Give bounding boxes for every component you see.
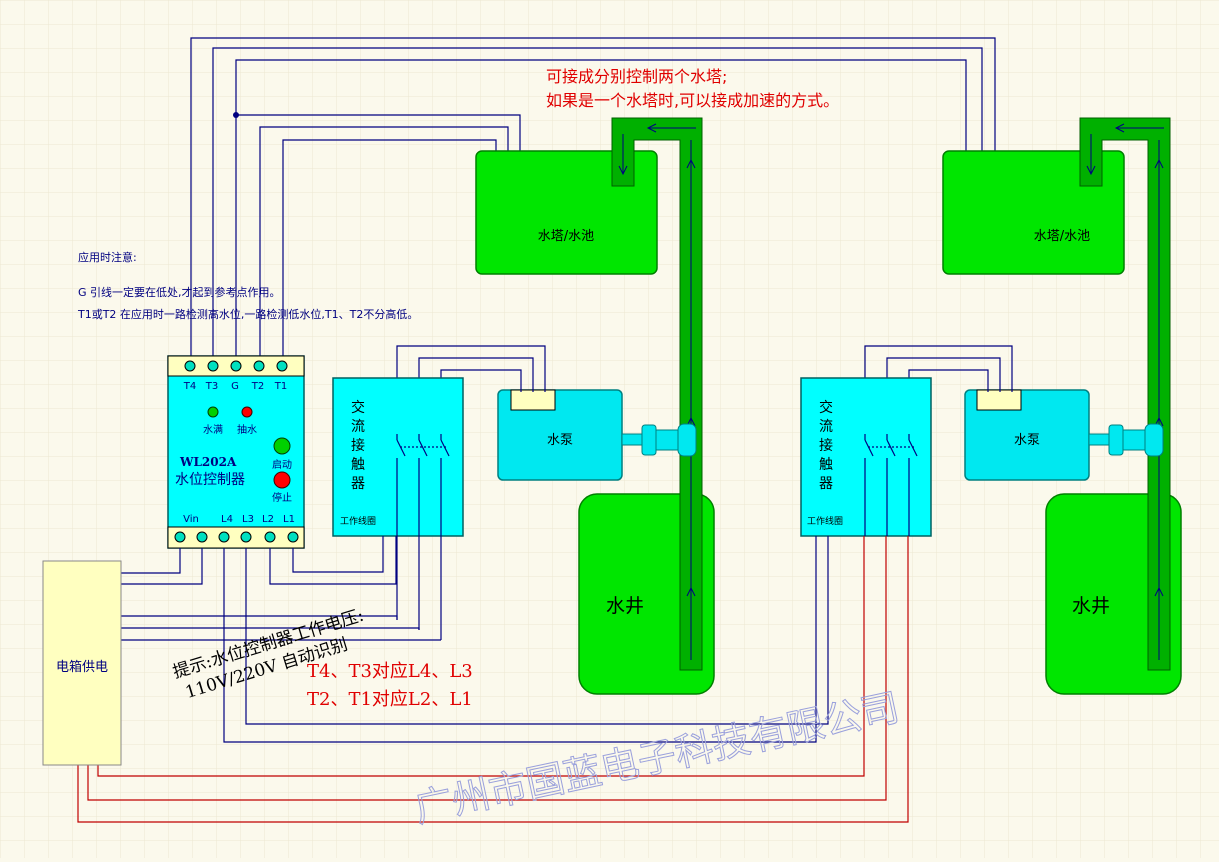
- left-contactor: 交 流 接 触 器 工作线圈: [332, 377, 464, 640]
- left-contactor-switches: [396, 434, 450, 640]
- led-pump-label: 抽水: [237, 423, 257, 436]
- terminal-t2: T2: [251, 381, 264, 392]
- water-level-controller: T4 T3 G T2 T1 Vin L4 L3 L2 L1 水满 抽水 启动 停…: [167, 355, 305, 549]
- right-contactor-char-1: 交: [819, 399, 833, 416]
- controller-bottom-screws: [174, 531, 299, 543]
- right-contactor-char-3: 接: [819, 437, 833, 454]
- terminal-g: G: [231, 381, 239, 392]
- right-flow-arrows: [1086, 123, 1164, 660]
- top-note-line2: 如果是一个水塔时,可以接成加速的方式。: [546, 91, 839, 110]
- right-pump-outlet: [1122, 429, 1148, 451]
- left-pump-coupling: [641, 424, 657, 456]
- controller-bottom-strip: [167, 526, 305, 549]
- terminal-l1: L1: [283, 514, 295, 525]
- left-pump-label: 水泵: [547, 433, 573, 448]
- right-well-label: 水井: [1072, 595, 1110, 617]
- terminal-l4: L4: [221, 514, 233, 525]
- right-pipe: [1079, 117, 1171, 671]
- controller-bottom-labels: Vin L4 L3 L2 L1: [183, 514, 295, 525]
- notes-line2: T1或T2 在应用时一路检测高水位,一路检测低水位,T1、T2不分高低。: [77, 307, 418, 321]
- controller-top-screws: [184, 360, 288, 372]
- left-flow-arrows: [618, 123, 696, 660]
- power-box-label: 电箱供电: [56, 659, 108, 675]
- left-pump-outlet: [655, 429, 681, 451]
- right-well: [1045, 493, 1182, 695]
- right-contactor-coil-label: 工作线圈: [807, 515, 843, 527]
- start-label: 启动: [272, 458, 292, 471]
- start-button[interactable]: [273, 437, 291, 455]
- left-contactor-char-5: 器: [351, 476, 365, 492]
- terminal-t3: T3: [205, 381, 218, 392]
- mapping-line1: T4、T3对应L4、L3: [307, 661, 473, 682]
- power-box: [42, 560, 122, 766]
- terminal-l2: L2: [262, 514, 274, 525]
- stop-button[interactable]: [273, 471, 291, 489]
- led-full-label: 水满: [203, 424, 223, 436]
- left-pipe: [611, 117, 703, 671]
- top-note-line1: 可接成分别控制两个水塔;: [546, 67, 727, 86]
- terminal-t1: T1: [274, 381, 287, 392]
- left-well-label: 水井: [606, 595, 644, 617]
- left-contactor-char-2: 流: [351, 419, 365, 435]
- left-pump-terminal: [510, 389, 556, 411]
- left-contactor-char-3: 接: [351, 437, 365, 454]
- stop-label: 停止: [272, 491, 292, 504]
- mapping-line2: T2、T1对应L2、L1: [307, 689, 473, 710]
- right-pump-coupling: [1108, 424, 1124, 456]
- right-contactor-title: 交 流 接 触 器: [819, 399, 833, 492]
- left-tank-label: 水塔/水池: [538, 229, 594, 244]
- right-pump-terminal: [976, 389, 1022, 411]
- right-pump-label: 水泵: [1014, 433, 1040, 448]
- right-contactor-char-2: 流: [819, 419, 833, 435]
- led-pump-indicator: [241, 406, 253, 418]
- left-system: 水塔/水池 水井 水泵: [475, 117, 715, 695]
- left-contactor-title: 交 流 接 触 器: [351, 399, 365, 492]
- right-contactor-switches: [864, 434, 918, 536]
- right-contactor: 交 流 接 触 器 工作线圈: [800, 377, 932, 537]
- controller-top-labels: T4 T3 G T2 T1: [183, 381, 287, 392]
- left-contactor-coil-label: 工作线圈: [340, 515, 376, 527]
- right-tank: [942, 150, 1125, 275]
- power-wires-blue: [98, 536, 829, 743]
- left-pump-flange: [677, 423, 697, 457]
- terminal-l3: L3: [242, 514, 254, 525]
- controller-model: WL202A: [179, 455, 237, 469]
- right-tank-label: 水塔/水池: [1034, 229, 1090, 244]
- right-contactor-char-5: 器: [819, 476, 833, 492]
- right-pump-shaft: [1088, 433, 1112, 446]
- right-pump-flange: [1144, 423, 1164, 457]
- notes-title: 应用时注意:: [78, 250, 137, 264]
- terminal-t4: T4: [183, 381, 196, 392]
- terminal-vin: Vin: [183, 514, 199, 525]
- led-full-indicator: [207, 406, 219, 418]
- right-system: 水塔/水池 水井 水泵: [942, 117, 1182, 695]
- left-pump-shaft: [621, 433, 645, 446]
- right-contactor-char-4: 触: [819, 457, 833, 473]
- left-contactor-char-4: 触: [351, 457, 365, 473]
- left-contactor-char-1: 交: [351, 399, 365, 416]
- notes-line1: G 引线一定要在低处,才起到参考点作用。: [78, 285, 281, 299]
- controller-name: 水位控制器: [175, 472, 245, 488]
